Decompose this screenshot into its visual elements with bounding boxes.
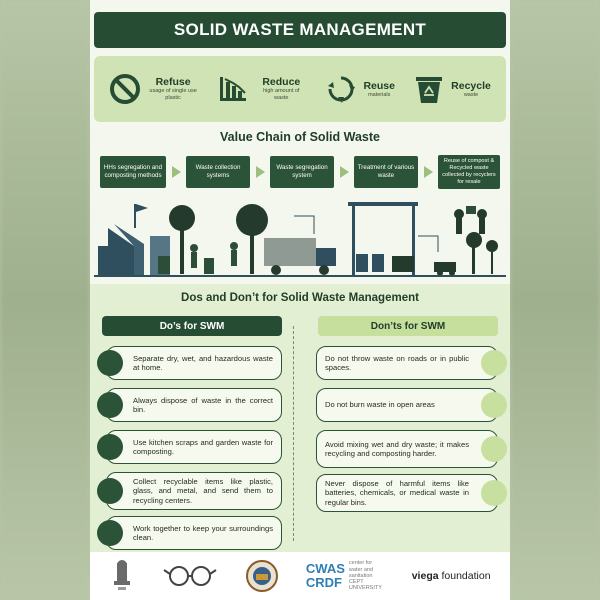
r-item-reuse: Reuse materials bbox=[325, 73, 395, 105]
dont-item: Never dispose of harmful items like batt… bbox=[316, 474, 507, 512]
crdf-logo-text: CRDF bbox=[305, 575, 342, 590]
arrow-right-icon bbox=[423, 166, 433, 178]
value-chain-steps: HHs segregation and composting methods W… bbox=[100, 154, 500, 190]
national-emblem-logo bbox=[114, 560, 131, 590]
footer-logos: CWAS CRDF center for water and sanitatio… bbox=[90, 552, 510, 600]
r-title: Reduce bbox=[262, 76, 301, 89]
dont-text: Avoid mixing wet and dry waste; it makes… bbox=[325, 439, 469, 458]
do-text: Always dispose of waste in the correct b… bbox=[133, 395, 273, 414]
mixed-waste-icon bbox=[481, 436, 507, 462]
arrow-right-icon bbox=[339, 166, 349, 178]
do-text: Use kitchen scraps and garden waste for … bbox=[133, 437, 273, 456]
four-r-panel: Refuse usage of single use plastic Reduc… bbox=[94, 56, 506, 122]
arrow-right-icon bbox=[171, 166, 181, 178]
value-chain-step: HHs segregation and composting methods bbox=[100, 156, 166, 188]
arrow-right-icon bbox=[255, 166, 265, 178]
cwas-logo-text: CWAS bbox=[305, 561, 345, 577]
do-text: Work together to keep your surroundings … bbox=[133, 523, 273, 542]
r-subtitle: usage of single use plastic bbox=[149, 88, 197, 101]
compost-icon bbox=[97, 434, 123, 460]
do-text: Collect recyclable items like plastic, g… bbox=[133, 476, 273, 505]
poster: SOLID WASTE MANAGEMENT Refuse usage of s… bbox=[90, 0, 510, 600]
cwas-subtext: center for water and sanitation bbox=[348, 560, 374, 579]
teamwork-icon bbox=[97, 520, 123, 546]
fire-icon bbox=[481, 392, 507, 418]
cwas-crdf-logo: CWAS CRDF center for water and sanitatio… bbox=[306, 560, 385, 592]
value-chain-step: Treatment of various waste bbox=[354, 156, 418, 188]
dont-text: Do not burn waste in open areas bbox=[325, 400, 435, 410]
recycle-bin-icon bbox=[416, 77, 443, 103]
value-chain-illustration bbox=[94, 202, 506, 277]
value-chain-step: Waste segregation system bbox=[270, 156, 334, 188]
r-item-recycle: Recycle waste bbox=[413, 73, 491, 105]
r-item-reduce: Reduce high amount of waste bbox=[217, 73, 307, 105]
dos-heading: Do’s for SWM bbox=[102, 316, 282, 336]
r-title: Recycle bbox=[451, 79, 491, 92]
no-entry-icon bbox=[110, 74, 141, 104]
do-text: Separate dry, wet, and hazardous waste a… bbox=[133, 353, 273, 372]
municipal-seal-logo bbox=[246, 560, 279, 592]
viega-suffix: foundation bbox=[438, 570, 491, 582]
cycle-arrows-icon bbox=[328, 76, 356, 103]
r-subtitle: materials bbox=[368, 91, 391, 98]
viega-word: viega bbox=[411, 570, 439, 582]
viega-foundation-logo: viega foundation bbox=[412, 570, 491, 582]
blurred-background-left bbox=[0, 0, 90, 600]
column-divider bbox=[293, 326, 294, 541]
value-chain-step: Reuse of compost & Recycled waste collec… bbox=[438, 155, 500, 189]
do-item: Collect recyclable items like plastic, g… bbox=[97, 472, 282, 510]
swachh-bharat-logo bbox=[163, 566, 217, 586]
value-chain-title: Value Chain of Solid Waste bbox=[220, 130, 380, 144]
reduce-chart-icon bbox=[220, 77, 247, 101]
segregation-bins-icon bbox=[97, 350, 123, 376]
cept-logo-text: CEPT UNIVERSITY bbox=[348, 579, 382, 592]
dont-text: Do not throw waste on roads or in public… bbox=[325, 353, 469, 372]
r-item-refuse: Refuse usage of single use plastic bbox=[109, 73, 199, 105]
do-item: Always dispose of waste in the correct b… bbox=[97, 388, 282, 422]
dont-text: Never dispose of harmful items like batt… bbox=[325, 478, 469, 507]
r-title: Refuse bbox=[155, 76, 191, 89]
hazardous-waste-icon bbox=[481, 480, 507, 506]
blurred-background-right bbox=[510, 0, 600, 600]
dos-donts-title: Dos and Don’t for Solid Waste Management bbox=[181, 292, 419, 304]
do-item: Separate dry, wet, and hazardous waste a… bbox=[97, 346, 282, 380]
do-item: Work together to keep your surroundings … bbox=[97, 516, 282, 550]
poster-title: SOLID WASTE MANAGEMENT bbox=[94, 12, 506, 48]
dont-item: Avoid mixing wet and dry waste; it makes… bbox=[316, 430, 507, 468]
r-subtitle: high amount of waste bbox=[263, 88, 300, 101]
value-chain-step: Waste collection systems bbox=[186, 156, 250, 188]
donts-heading: Don’ts for SWM bbox=[318, 316, 498, 336]
dispose-bin-icon bbox=[97, 392, 123, 418]
dont-item: Do not burn waste in open areas bbox=[316, 388, 507, 422]
recyclables-icon bbox=[97, 478, 123, 504]
r-subtitle: waste bbox=[463, 91, 479, 98]
dont-item: Do not throw waste on roads or in public… bbox=[316, 346, 507, 380]
r-title: Reuse bbox=[363, 79, 395, 92]
do-item: Use kitchen scraps and garden waste for … bbox=[97, 430, 282, 464]
dos-donts-section: Dos and Don’t for Solid Waste Management… bbox=[90, 284, 510, 552]
littering-icon bbox=[481, 350, 507, 376]
